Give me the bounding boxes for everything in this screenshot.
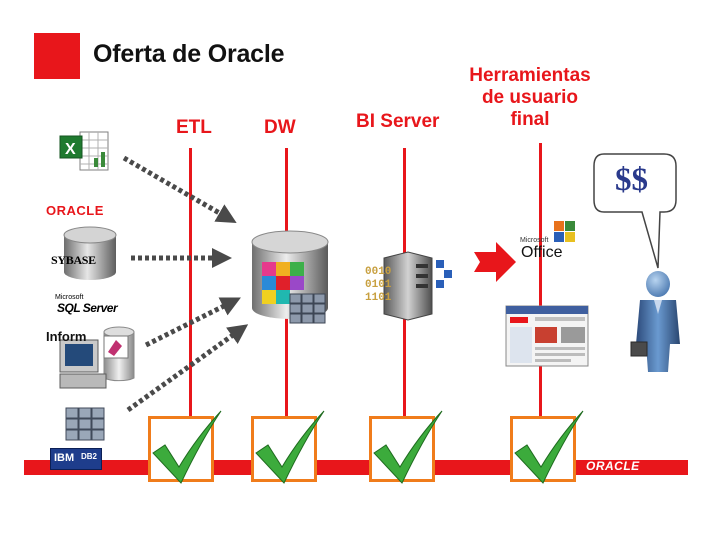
ibm-text: IBM xyxy=(54,452,75,464)
source-informix-logo: Inform xyxy=(46,329,87,344)
arrow-informix xyxy=(144,297,241,348)
person-icon xyxy=(630,271,680,372)
office-logo-text: Office xyxy=(521,244,563,261)
bi-binary-line3: 1101 xyxy=(365,292,392,304)
check-box-dw xyxy=(251,410,325,484)
source-sqlserver-logo: SQL Server xyxy=(57,301,118,315)
stage-label-bi-server: BI Server xyxy=(356,111,440,132)
stage-label-tools-line2: de usuario xyxy=(481,87,579,108)
source-oracle-logo: ORACLE xyxy=(46,203,104,218)
check-icon xyxy=(514,410,584,484)
check-icon xyxy=(152,410,222,484)
title-square xyxy=(34,33,80,79)
check-icon xyxy=(373,410,443,484)
bubble-text: $$ xyxy=(615,162,648,198)
check-box-tools xyxy=(510,410,584,484)
stage-label-dw: DW xyxy=(264,117,296,138)
db2-text: DB2 xyxy=(81,452,98,461)
speech-bubble xyxy=(593,153,677,269)
page-title: Oferta de Oracle xyxy=(93,40,285,68)
svg-text:X: X xyxy=(65,141,76,158)
excel-icon: X xyxy=(59,131,109,171)
source-sybase-logo: SYBASE xyxy=(51,253,96,267)
office-icon xyxy=(554,221,575,242)
stage-label-tools-line1: Herramientas xyxy=(469,65,591,86)
stage-label-tools: Herramientas de usuario final xyxy=(455,65,605,131)
check-box-bi-server xyxy=(369,410,443,484)
red-arrow-icon xyxy=(474,242,516,282)
bi-binary-text: 0010 0101 1101 xyxy=(365,266,391,305)
informix-server-icon xyxy=(59,326,135,389)
stage-line-etl xyxy=(189,148,192,464)
source-ibm-db2-logo: IBM DB2 xyxy=(50,448,102,470)
server-icon xyxy=(383,251,452,321)
arrow-excel xyxy=(122,155,237,223)
stage-label-etl: ETL xyxy=(176,117,212,138)
check-box-etl xyxy=(148,410,222,484)
dw-data-cube-icon xyxy=(289,293,326,324)
bi-binary-line2: 0101 xyxy=(365,279,392,291)
footer-oracle-logo: ORACLE xyxy=(586,459,640,473)
data-cube-icon xyxy=(65,407,105,441)
source-sqlserver-small: Microsoft xyxy=(55,294,84,301)
check-icon xyxy=(255,410,325,484)
office-small-text: Microsoft xyxy=(520,237,549,244)
stage-label-tools-line3: final xyxy=(510,109,550,130)
browser-icon xyxy=(505,305,589,367)
arrow-cube xyxy=(126,324,249,413)
database-icon xyxy=(63,226,117,280)
stage-line-tools xyxy=(539,143,542,464)
bi-binary-line1: 0010 xyxy=(365,266,392,278)
